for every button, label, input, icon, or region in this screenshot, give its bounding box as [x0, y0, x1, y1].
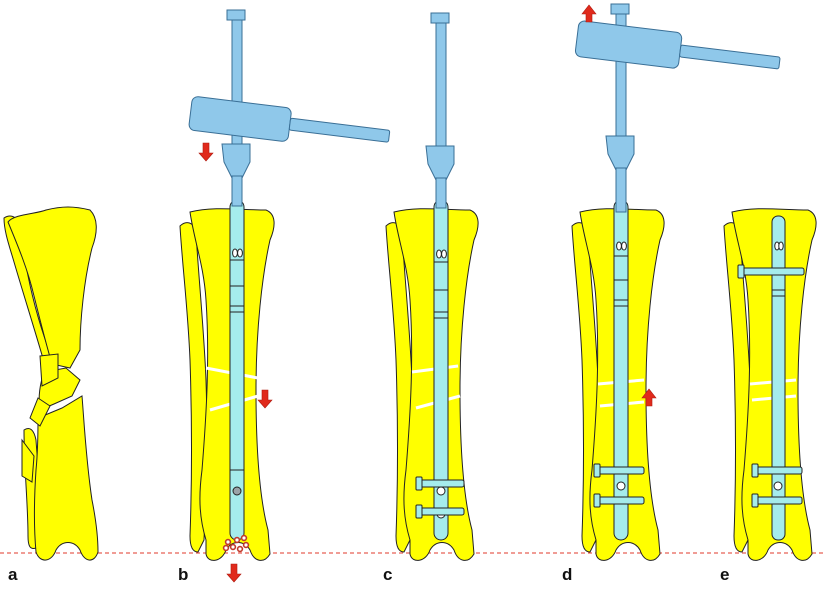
arrow-down-icon — [226, 563, 242, 583]
panel-c-distal-locking — [385, 12, 479, 561]
tibia-distal-fragment — [34, 395, 99, 561]
panel-a-fractured-tibia — [3, 206, 99, 561]
distal-locking-screw-2 — [415, 504, 465, 519]
distal-locking-screw-1 — [415, 476, 465, 491]
panel-label-d: d — [562, 565, 573, 584]
arrow-up-icon — [581, 4, 597, 23]
insertion-cone — [425, 145, 455, 181]
butterfly-fragment-1 — [39, 353, 59, 387]
connector — [615, 167, 627, 213]
arrow-down-icon — [257, 389, 273, 409]
arrow-up-icon — [641, 388, 657, 407]
panel-e-final-fixation — [723, 208, 817, 561]
panel-label-c: c — [383, 565, 393, 584]
distal-locking-screw-1 — [751, 463, 803, 478]
connector — [231, 175, 243, 207]
panel-d-backstroke — [571, 3, 781, 561]
cement-dots — [222, 534, 250, 553]
panel-b-nail-insertion — [179, 9, 391, 583]
tibia-proximal-fragment — [7, 206, 97, 369]
arrow-down-icon — [198, 142, 214, 162]
connector — [435, 177, 447, 209]
distal-locking-screw-2 — [751, 493, 803, 508]
insertion-handle — [188, 96, 391, 143]
insertion-cone — [605, 135, 635, 171]
insertion-handle — [574, 20, 781, 70]
butterfly-fragment-2 — [21, 438, 35, 483]
rod-cap — [430, 12, 450, 24]
butterfly-fragment-3 — [29, 397, 51, 427]
distal-locking-screw-2 — [593, 493, 645, 508]
panel-label-a: a — [8, 565, 18, 584]
insertion-cone — [221, 143, 251, 179]
rod-cap — [610, 3, 630, 15]
insertion-rod — [435, 19, 447, 149]
proximal-locking-screw — [737, 264, 805, 279]
rod-cap — [226, 9, 246, 21]
intramedullary-nail — [771, 215, 786, 541]
panel-label-b: b — [178, 565, 189, 584]
panel-label-e: e — [720, 565, 730, 584]
fibula — [179, 222, 208, 553]
distal-locking-screw-1 — [593, 463, 645, 478]
